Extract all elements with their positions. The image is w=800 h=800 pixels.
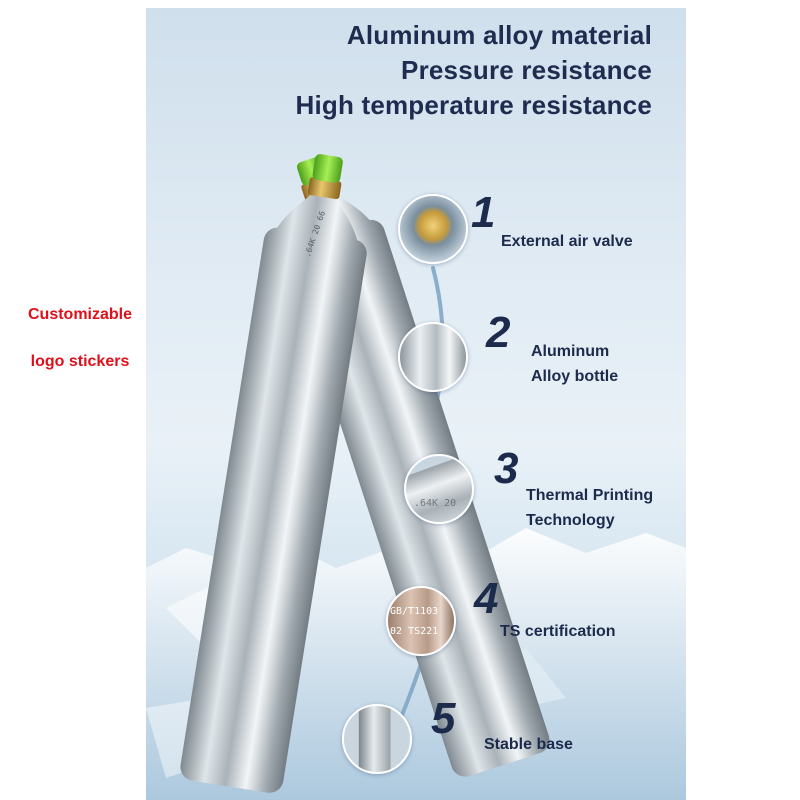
aluminum-surface-icon bbox=[398, 322, 468, 392]
feature-2-label-line-2: Alloy bottle bbox=[531, 368, 619, 385]
feature-3-label-line-2: Technology bbox=[526, 512, 615, 529]
cert-stamp-line-1: GB/T1103 bbox=[390, 606, 439, 617]
bottle-base-icon bbox=[342, 704, 412, 774]
printed-shoulder-icon: .64K 20 bbox=[404, 454, 474, 524]
feature-3-label-line-1: Thermal Printing bbox=[526, 487, 654, 504]
feature-2-number: 2 bbox=[486, 308, 511, 357]
feature-1-label: External air valve bbox=[501, 233, 633, 250]
headline-temperature: High temperature resistance bbox=[295, 90, 652, 120]
brass-valve-icon bbox=[398, 194, 468, 264]
side-caption-line-1: Customizable bbox=[27, 306, 132, 323]
side-caption-line-2: logo stickers bbox=[30, 353, 130, 370]
product-illustration: .64K 20 66 bbox=[146, 154, 686, 800]
headline-material: Aluminum alloy material bbox=[346, 20, 652, 50]
feature-5-label: Stable base bbox=[484, 736, 573, 753]
feature-4-label: TS certification bbox=[500, 623, 616, 640]
shoulder-print-marks: .64K 20 bbox=[414, 498, 457, 509]
front-cylinder: .64K 20 66 bbox=[180, 154, 367, 793]
headline-pressure: Pressure resistance bbox=[401, 55, 652, 85]
feature-4-number: 4 bbox=[474, 574, 499, 623]
certification-stamp-icon: GB/T1103 02 TS221 bbox=[386, 586, 456, 656]
product-panel: .64K 20 66 Aluminum alloy material Press… bbox=[146, 8, 686, 800]
feature-1-number: 1 bbox=[471, 188, 496, 237]
cert-stamp-line-2: 02 TS221 bbox=[390, 626, 439, 637]
feature-3-number: 3 bbox=[494, 444, 519, 493]
feature-5-number: 5 bbox=[431, 694, 456, 743]
feature-2-label-line-1: Aluminum bbox=[531, 343, 610, 360]
